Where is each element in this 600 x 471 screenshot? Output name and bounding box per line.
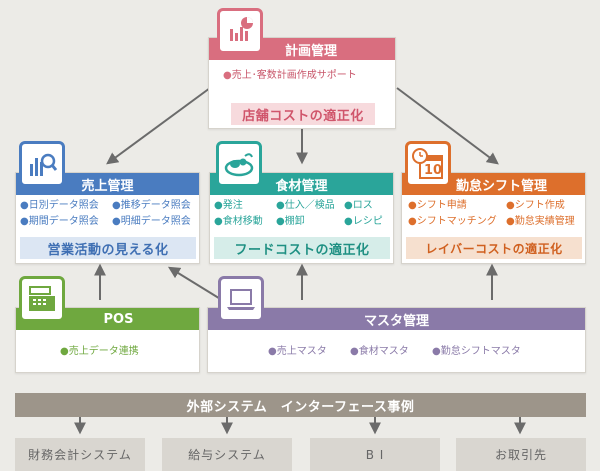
list-item: ●推移データ照会 bbox=[112, 200, 191, 211]
shokuzai-box: 食材管理 ●発注 ●仕入／検品 ●ロス ●食材移動 ●棚卸 ●レシピ フードコス… bbox=[209, 172, 394, 264]
shokuzai-items: ●発注 ●仕入／検品 ●ロス ●食材移動 ●棚卸 ●レシピ bbox=[214, 199, 394, 229]
list-item: ●勤怠シフトマスタ bbox=[432, 346, 521, 357]
food-plate-icon bbox=[216, 141, 262, 187]
arrow-keikaku-to-uriage bbox=[106, 87, 211, 165]
keikaku-band: 店舗コストの適正化 bbox=[231, 103, 375, 125]
sales-chart-magnifier-icon bbox=[19, 141, 65, 187]
kintai-box: 勤怠シフト管理 ●シフト申請 ●シフト作成 ●シフトマッチング ●勤怠実績管理 … bbox=[401, 172, 586, 264]
pos-item: ●売上データ連携 bbox=[60, 346, 139, 357]
target-bi: B I bbox=[310, 438, 440, 471]
masuta-box: マスタ管理 ●売上マスタ ●食材マスタ ●勤怠シフトマスタ bbox=[207, 307, 586, 373]
list-item: ●棚卸 bbox=[276, 216, 305, 227]
uriage-box: 売上管理 ●日別データ照会 ●推移データ照会 ●期間データ照会 ●明細データ照会… bbox=[15, 172, 200, 264]
kintai-band: レイバーコストの適正化 bbox=[406, 237, 582, 259]
list-item: ●発注 bbox=[214, 200, 243, 211]
uriage-title: 売上管理 bbox=[81, 178, 134, 194]
list-item: ●食材移動 bbox=[214, 216, 263, 227]
uriage-band: 営業活動の見える化 bbox=[20, 237, 196, 259]
arrow-masuta-to-uriage bbox=[167, 266, 223, 301]
keikaku-title: 計画管理 bbox=[284, 43, 337, 59]
list-item: ●売上マスタ bbox=[268, 346, 327, 357]
shokuzai-title: 食材管理 bbox=[275, 178, 328, 194]
shokuzai-band: フードコストの適正化 bbox=[214, 237, 390, 259]
list-item: ●明細データ照会 bbox=[112, 216, 191, 227]
list-item: ●シフトマッチング bbox=[408, 216, 497, 227]
list-item: ●仕入／検品 bbox=[276, 200, 335, 211]
bullet-icon: ● bbox=[223, 70, 232, 81]
target-financial-system: 財務会計システム bbox=[15, 438, 145, 471]
cash-register-icon bbox=[19, 276, 65, 322]
masuta-header: マスタ管理 bbox=[208, 308, 585, 330]
kintai-title: 勤怠シフト管理 bbox=[455, 178, 547, 194]
list-item: ●ロス bbox=[344, 200, 373, 211]
masuta-title: マスタ管理 bbox=[363, 313, 429, 329]
arrow-keikaku-to-kintai bbox=[396, 87, 499, 165]
list-item: ●シフト申請 bbox=[408, 200, 467, 211]
list-item: ●食材マスタ bbox=[350, 346, 409, 357]
calendar-number: 10 bbox=[424, 163, 443, 178]
list-item: ●日別データ照会 bbox=[20, 200, 99, 211]
gaibu-header: 外部システム インターフェース事例 bbox=[15, 393, 586, 417]
list-item: ●勤怠実績管理 bbox=[506, 216, 575, 227]
list-item: ●レシピ bbox=[344, 216, 383, 227]
calendar-clock-icon: 10 bbox=[405, 141, 451, 187]
target-payroll-system: 給与システム bbox=[162, 438, 292, 471]
uriage-items: ●日別データ照会 ●推移データ照会 ●期間データ照会 ●明細データ照会 bbox=[20, 199, 200, 229]
list-item: ●期間データ照会 bbox=[20, 216, 99, 227]
kintai-items: ●シフト申請 ●シフト作成 ●シフトマッチング ●勤怠実績管理 bbox=[408, 199, 586, 229]
list-item: ●シフト作成 bbox=[506, 200, 565, 211]
pos-title: POS bbox=[103, 311, 134, 327]
target-suppliers: お取引先 bbox=[456, 438, 586, 471]
masuta-items: ●売上マスタ ●食材マスタ ●勤怠シフトマスタ bbox=[268, 345, 578, 359]
laptop-icon bbox=[218, 276, 264, 322]
keikaku-item: ●売上･客数計画作成サポート bbox=[223, 70, 357, 81]
chart-document-icon bbox=[217, 8, 263, 54]
